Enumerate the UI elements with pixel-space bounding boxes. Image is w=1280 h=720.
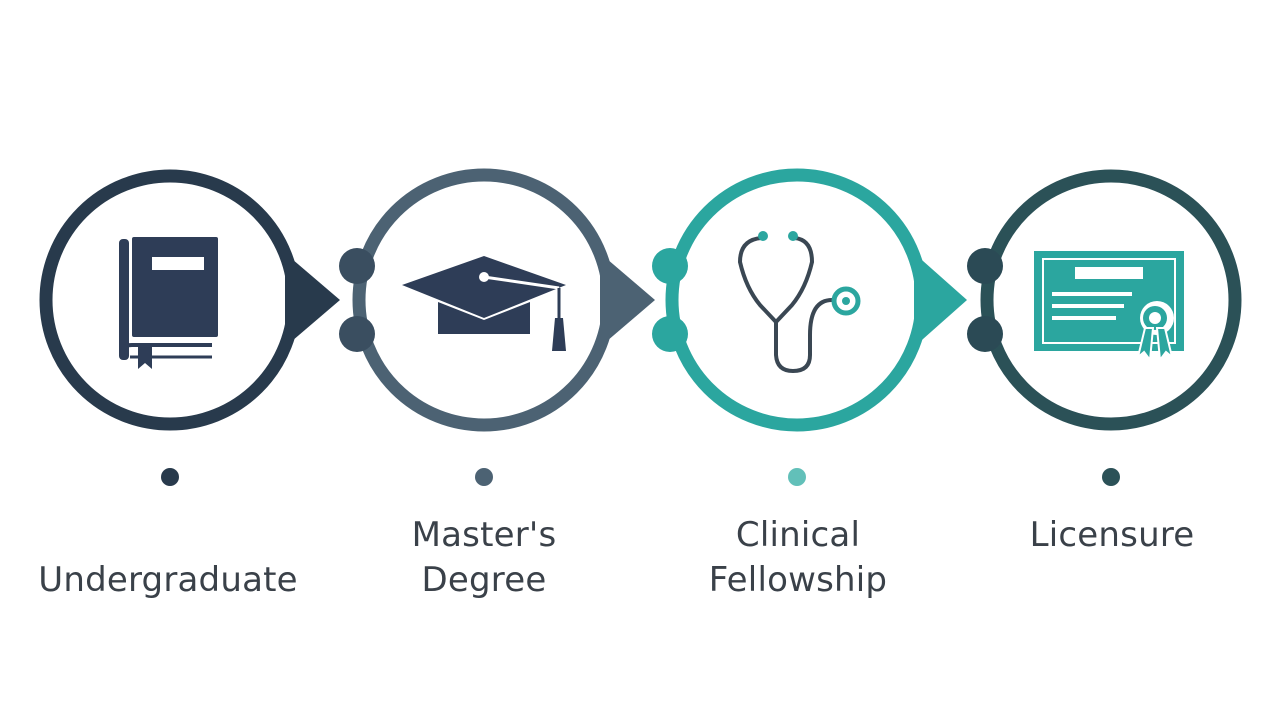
connector-arrow — [600, 253, 655, 347]
step-node-clinical-fellowship — [652, 168, 967, 432]
step-label-licensure: Licensure — [962, 513, 1262, 558]
step-node-masters-degree — [339, 168, 655, 432]
step-label-undergraduate: Undergraduate — [18, 558, 318, 603]
label-line: Degree — [421, 560, 547, 600]
connector-dot — [967, 248, 1003, 284]
certificate-icon — [1034, 251, 1184, 363]
step-marker-licensure — [1102, 468, 1120, 486]
label-line: Fellowship — [708, 560, 888, 600]
stethoscope-icon — [737, 231, 861, 374]
step-label-masters-degree: Master's Degree — [334, 513, 634, 603]
connector-dot — [339, 248, 375, 284]
label-line: Undergraduate — [38, 560, 298, 600]
book-icon — [119, 237, 218, 369]
connector-dot — [339, 316, 375, 352]
step-marker-undergraduate — [161, 468, 179, 486]
label-line: Master's — [411, 515, 557, 555]
connector-arrow — [914, 253, 967, 347]
connector-dot — [652, 248, 688, 284]
graduation-cap-icon — [402, 256, 566, 351]
step-marker-masters-degree — [475, 468, 493, 486]
connector-dot — [652, 316, 688, 352]
step-label-clinical-fellowship: Clinical Fellowship — [648, 513, 948, 603]
label-line: Clinical — [735, 515, 861, 555]
step-ring — [980, 169, 1242, 431]
step-node-undergraduate — [39, 169, 340, 431]
label-line: Licensure — [1029, 515, 1195, 555]
step-node-licensure — [967, 169, 1242, 431]
connector-dot — [967, 316, 1003, 352]
connector-arrow — [285, 253, 340, 347]
step-marker-clinical-fellowship — [788, 468, 806, 486]
